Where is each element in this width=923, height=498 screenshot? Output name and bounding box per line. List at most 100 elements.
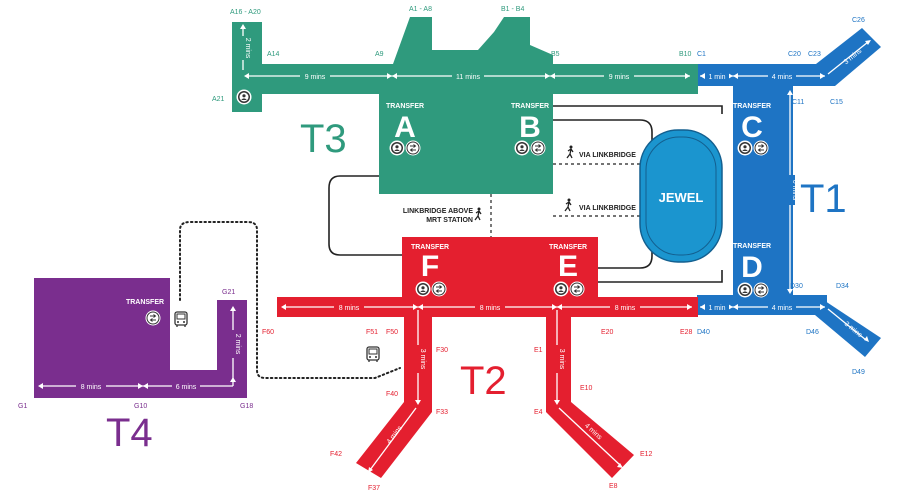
gate-label: C23 bbox=[808, 51, 821, 58]
bus-route-dotted bbox=[179, 221, 401, 379]
gate-label: E28 bbox=[680, 329, 693, 336]
gate-labels-t1: C1 C20 C23 C26 C11 C15 D30 D34 D40 D46 D… bbox=[697, 17, 865, 376]
dashed-links bbox=[490, 163, 640, 237]
gate-label: E20 bbox=[601, 329, 614, 336]
gate-label: A16 - A20 bbox=[230, 9, 261, 16]
terminal-label-t1: T1 bbox=[800, 177, 847, 221]
walk-time-label: 3 mins bbox=[558, 349, 565, 370]
gate-label: E1 bbox=[534, 347, 543, 354]
via-linkbridge-lower: VIA LINKBRIDGE bbox=[579, 205, 636, 212]
gate-label: E8 bbox=[609, 483, 618, 490]
gate-label: D49 bbox=[852, 369, 865, 376]
walk-time-label: 8 mins bbox=[615, 305, 636, 312]
gate-label: A1 - A8 bbox=[409, 6, 432, 13]
walk-time-label: 1 min bbox=[708, 74, 725, 81]
bus-route-t4-top bbox=[179, 221, 401, 379]
walk-time-label: 6 mins bbox=[176, 384, 197, 391]
gate-label: C1 bbox=[697, 51, 706, 58]
transfer-icon bbox=[569, 281, 585, 297]
area-letter-e: E bbox=[558, 250, 578, 283]
walk-time-label: 8 mins bbox=[480, 305, 501, 312]
walk-time-label: 2 mins bbox=[234, 334, 241, 355]
jewel-label: JEWEL bbox=[659, 190, 704, 205]
immigration-icon bbox=[553, 281, 569, 297]
immigration-icon bbox=[415, 281, 431, 297]
gate-label: A14 bbox=[267, 51, 280, 58]
walker-icon bbox=[564, 197, 572, 212]
gate-label: F37 bbox=[368, 485, 380, 492]
terminal-4 bbox=[34, 278, 247, 398]
gate-labels-t2: F60 F51 F50 F30 F40 F33 F42 F37 E1 E20 E… bbox=[262, 329, 693, 492]
walk-time-label: 6 mins bbox=[791, 180, 798, 201]
gate-label: D30 bbox=[790, 283, 803, 290]
walk-time-label: 2 mins bbox=[244, 38, 251, 59]
transfer-label-e: TRANSFER bbox=[549, 244, 587, 251]
gate-label: F60 bbox=[262, 329, 274, 336]
immigration-icon bbox=[236, 89, 252, 105]
gate-label: A21 bbox=[212, 96, 225, 103]
transfer-areas: TRANSFER A TRANSFER B TRANSFER C TRANSFE… bbox=[126, 89, 771, 326]
terminal-2 bbox=[277, 237, 698, 478]
walker-icon bbox=[566, 144, 574, 159]
transfer-label-b: TRANSFER bbox=[511, 103, 549, 110]
gate-label: E12 bbox=[640, 451, 653, 458]
gate-label: G10 bbox=[134, 403, 147, 410]
gate-label: G21 bbox=[222, 289, 235, 296]
walk-time-label: 9 mins bbox=[609, 74, 630, 81]
gate-label: A9 bbox=[375, 51, 384, 58]
gate-label: G18 bbox=[240, 403, 253, 410]
walk-time-label: 8 mins bbox=[81, 384, 102, 391]
terminal-label-t3: T3 bbox=[300, 117, 347, 161]
t3-t1-upper-path bbox=[553, 105, 723, 114]
gate-label: F33 bbox=[436, 409, 448, 416]
t2-t1-lower-path bbox=[598, 270, 723, 283]
gate-label: F42 bbox=[330, 451, 342, 458]
walk-time-label: 8 mins bbox=[339, 305, 360, 312]
gate-label: D46 bbox=[806, 329, 819, 336]
gate-label: F50 bbox=[386, 329, 398, 336]
transfer-icon bbox=[530, 140, 546, 156]
gate-labels-t4: G21 G1 G10 G18 bbox=[18, 289, 253, 410]
transfer-icon bbox=[145, 310, 161, 326]
terminal-label-t2: T2 bbox=[460, 359, 507, 403]
gate-label: D34 bbox=[836, 283, 849, 290]
walker-icon bbox=[474, 206, 482, 221]
walk-time-label: 4 mins bbox=[772, 305, 793, 312]
gate-label: C11 bbox=[792, 99, 804, 106]
area-letter-b: B bbox=[519, 111, 541, 144]
gate-label: F51 bbox=[366, 329, 378, 336]
transfer-icon bbox=[431, 281, 447, 297]
bus-icon bbox=[174, 311, 188, 328]
gate-label: E4 bbox=[534, 409, 543, 416]
walk-time-label: 3 mins bbox=[419, 349, 426, 370]
immigration-icon bbox=[737, 282, 753, 298]
immigration-icon bbox=[737, 140, 753, 156]
gate-label: C26 bbox=[852, 17, 865, 24]
area-letter-a: A bbox=[394, 111, 416, 144]
gate-label: C20 bbox=[788, 51, 801, 58]
gate-label: C15 bbox=[830, 99, 843, 106]
transfer-icon bbox=[405, 140, 421, 156]
transfer-label-d: TRANSFER bbox=[733, 243, 771, 250]
linkbridge-mrt-line1: LINKBRIDGE ABOVE bbox=[403, 208, 473, 215]
linkbridge-mrt-line2: MRT STATION bbox=[426, 217, 473, 224]
via-linkbridge-upper: VIA LINKBRIDGE bbox=[579, 152, 636, 159]
bus-icon bbox=[366, 346, 380, 363]
gate-label: F40 bbox=[386, 391, 398, 398]
transfer-label-a: TRANSFER bbox=[386, 103, 424, 110]
walk-time-label: 9 mins bbox=[305, 74, 326, 81]
area-letter-f: F bbox=[421, 250, 439, 283]
immigration-icon bbox=[389, 140, 405, 156]
terminal-label-t4: T4 bbox=[106, 411, 153, 455]
linkbridge-labels: VIA LINKBRIDGE VIA LINKBRIDGE LINKBRIDGE… bbox=[403, 144, 636, 224]
gate-label: F30 bbox=[436, 347, 448, 354]
transfer-label-t4: TRANSFER bbox=[126, 299, 164, 306]
transfer-label-f: TRANSFER bbox=[411, 244, 449, 251]
walk-time-label: 11 mins bbox=[456, 74, 480, 81]
transfer-icon bbox=[753, 282, 769, 298]
gate-label: D40 bbox=[697, 329, 710, 336]
walk-time-label: 4 mins bbox=[772, 74, 793, 81]
gate-label: B10 bbox=[679, 51, 692, 58]
connection-lines bbox=[328, 105, 723, 283]
